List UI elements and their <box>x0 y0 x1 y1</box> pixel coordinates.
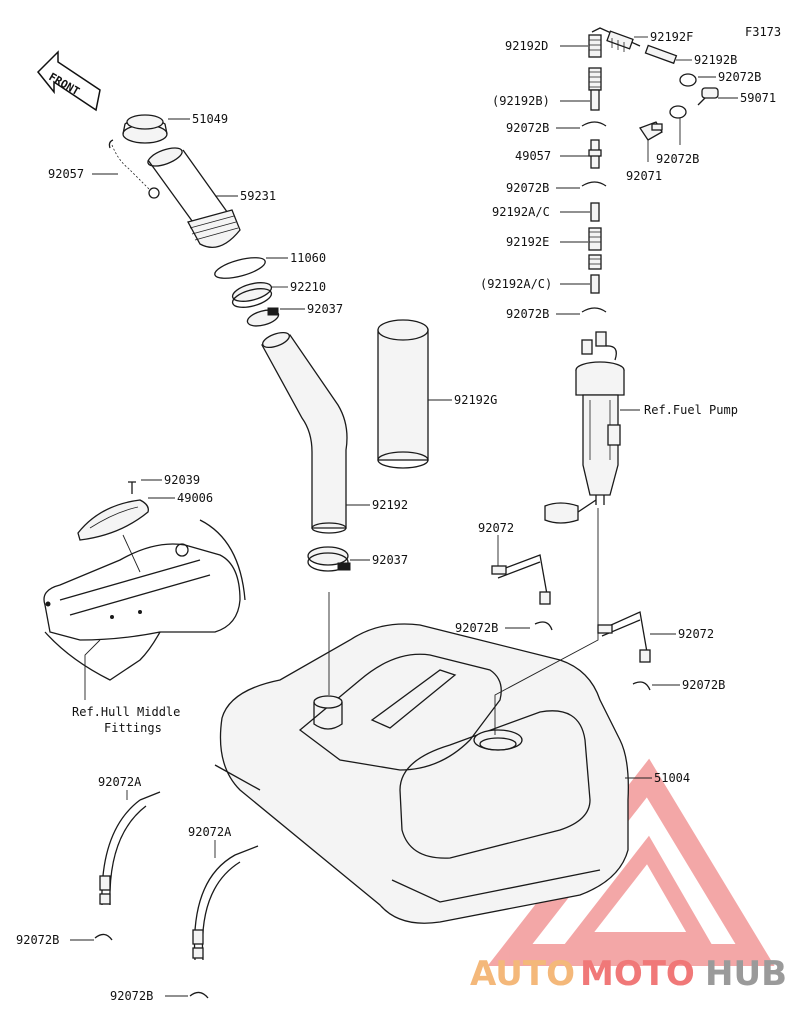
joint-49057[interactable] <box>588 139 602 169</box>
clip-right[interactable] <box>669 105 687 119</box>
label-92192: 92192 <box>372 498 408 512</box>
clip-92072B-right[interactable] <box>632 681 651 691</box>
filler-hose[interactable] <box>261 330 348 534</box>
pipe-92192AC-lower[interactable] <box>590 274 600 294</box>
watermark-auto: AUTO <box>470 954 575 994</box>
access-lid[interactable] <box>77 499 149 541</box>
label-49006: 49006 <box>177 491 213 505</box>
label-92072B-1: 92072B <box>506 121 549 135</box>
elbow-59071[interactable] <box>697 87 719 106</box>
hose-coil-stack-1[interactable] <box>588 67 602 91</box>
cap-92071[interactable] <box>639 121 663 141</box>
leader-lines <box>70 36 738 997</box>
front-direction-arrow: FRONT <box>36 50 101 112</box>
pipe-92192B-upper[interactable] <box>644 44 678 65</box>
watermark-moto: MOTO <box>580 954 695 994</box>
leader-pump-tank <box>494 508 599 735</box>
label-92192G: 92192G <box>454 393 497 407</box>
hose-coil-f[interactable] <box>606 30 634 52</box>
label-92072A-right: 92072A <box>188 825 232 839</box>
hose-coil-e[interactable] <box>588 227 602 251</box>
strap-92072A-left[interactable] <box>99 791 161 906</box>
label-59071: 59071 <box>740 91 776 105</box>
o-ring[interactable] <box>213 254 267 283</box>
label-92037-upper: 92037 <box>307 302 343 316</box>
label-fuel-pump: Ref.Fuel Pump <box>644 403 738 417</box>
label-92072A-left: 92072A <box>98 775 142 789</box>
label-92192AC: 92192A/C <box>492 205 550 219</box>
fuel-tank[interactable] <box>214 623 629 924</box>
clip-92072B-bottom[interactable] <box>189 991 209 999</box>
label-92072B-2: 92072B <box>506 181 549 195</box>
label-49057: 49057 <box>515 149 551 163</box>
watermark-triangle-inner <box>561 835 714 948</box>
hose-upper-coil[interactable] <box>588 34 602 58</box>
label-11060: 11060 <box>290 251 326 265</box>
fuel-pump-assembly[interactable] <box>544 331 625 524</box>
label-92072-upper: 92072 <box>478 521 514 535</box>
label-92072B-top: 92072B <box>718 70 761 84</box>
label-92037-lower: 92037 <box>372 553 408 567</box>
label-92192D: 92192D <box>505 39 548 53</box>
pipe-92192B[interactable] <box>590 89 600 111</box>
filler-neck[interactable] <box>146 144 241 248</box>
label-92071: 92071 <box>626 169 662 183</box>
strap-92072A-right[interactable] <box>192 845 259 961</box>
pipe-92192AC[interactable] <box>590 202 600 222</box>
label-92192B-top: 92192B <box>694 53 737 67</box>
hose-clamp-lower[interactable] <box>307 546 351 572</box>
strap-92072-right[interactable] <box>597 611 651 663</box>
clip-92072B-left[interactable] <box>94 933 113 941</box>
label-59231: 59231 <box>240 189 276 203</box>
strap-92072-upper[interactable] <box>491 554 551 605</box>
label-92192F: 92192F <box>650 30 693 44</box>
clip-upper-right[interactable] <box>679 73 697 87</box>
watermark-hub: HUB <box>705 954 787 994</box>
clip-92072B-2[interactable] <box>581 181 607 187</box>
label-92072B-bottom: 92072B <box>110 989 153 1003</box>
label-92192B-paren: (92192B) <box>492 94 550 108</box>
label-92072B-left: 92072B <box>16 933 59 947</box>
hull-middle-fittings[interactable] <box>43 519 246 681</box>
label-92072B-right: 92072B <box>682 678 725 692</box>
lid-leader <box>122 534 141 573</box>
watermark-text: AUTO MOTO HUB <box>470 954 787 994</box>
label-hull-line2: Fittings <box>104 721 162 735</box>
label-92072-right: 92072 <box>678 627 714 641</box>
label-92039: 92039 <box>164 473 200 487</box>
label-51004: 51004 <box>654 771 690 785</box>
clip-92072B-3[interactable] <box>581 307 607 313</box>
clip-92072B-1[interactable] <box>581 121 607 127</box>
label-92072B-right-top: 92072B <box>656 152 699 166</box>
figure-code: F3173 <box>745 25 781 39</box>
retaining-nut[interactable] <box>231 279 274 311</box>
label-92210: 92210 <box>290 280 326 294</box>
vent-hose-sleeve[interactable] <box>377 319 429 469</box>
cap-tether[interactable] <box>108 139 160 199</box>
clip-92072B-mid[interactable] <box>534 621 553 631</box>
label-92057: 92057 <box>48 167 84 181</box>
lid-screw[interactable] <box>128 481 136 494</box>
hose-clamp-upper[interactable] <box>246 307 281 329</box>
label-hull-line1: Ref.Hull Middle <box>72 705 180 719</box>
label-51049: 51049 <box>192 112 228 126</box>
label-92072B-mid: 92072B <box>455 621 498 635</box>
fuel-cap[interactable] <box>122 114 168 144</box>
label-92192E: 92192E <box>506 235 549 249</box>
label-92072B-3: 92072B <box>506 307 549 321</box>
label-92192AC-paren: (92192A/C) <box>480 277 552 291</box>
hose-coil-e2[interactable] <box>588 254 602 270</box>
